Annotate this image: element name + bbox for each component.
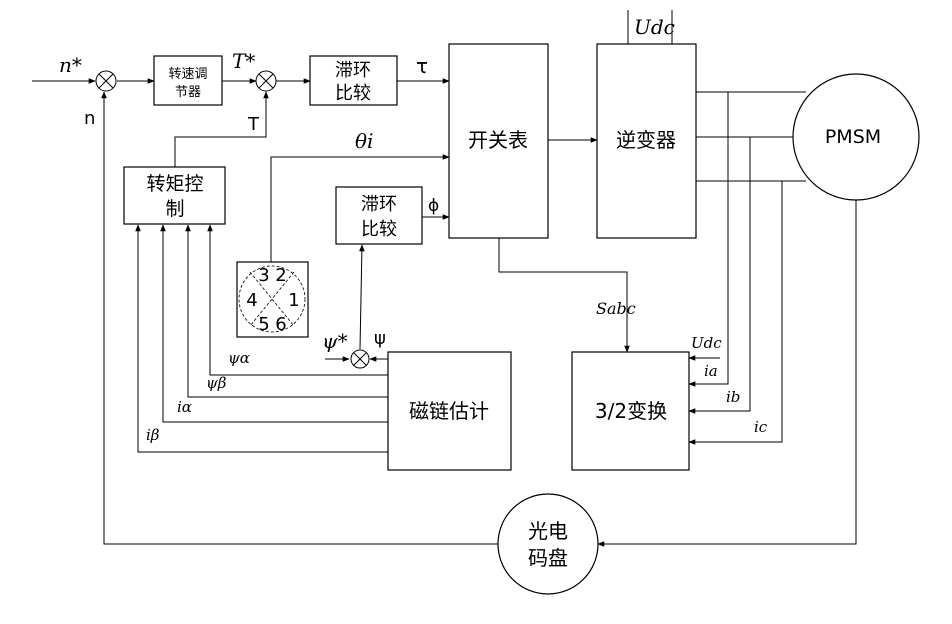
encoder-disk <box>497 493 599 595</box>
pmsm-motor <box>792 73 920 201</box>
flux-hysteresis-label-2: 比较 <box>361 219 397 240</box>
label-ic: ic <box>754 418 768 436</box>
label-psi-beta: ψβ <box>206 374 227 392</box>
wire-theta <box>270 154 450 262</box>
label-t-fb: T <box>247 114 260 135</box>
pmsm-label: PMSM <box>825 126 881 148</box>
torque-hysteresis-label-1: 滞环 <box>335 60 371 81</box>
torque-hysteresis-block <box>309 55 398 106</box>
summing-junction-flux <box>350 349 370 369</box>
label-n-ref: n* <box>59 53 82 77</box>
sector-2: 2 <box>275 265 286 286</box>
sector-1: 1 <box>288 290 299 311</box>
label-udc: Udc <box>691 334 722 352</box>
sector-3: 3 <box>258 265 269 286</box>
flux-hysteresis-block <box>335 186 423 245</box>
wire-n-feedback <box>101 91 498 545</box>
label-n-fb: n <box>84 108 95 129</box>
flux-estimator-block <box>387 351 512 471</box>
switch-table-label: 开关表 <box>468 128 528 152</box>
label-udc-top: Udc <box>634 15 675 39</box>
label-psi-fb: ψ <box>374 328 386 349</box>
label-phi: ϕ <box>428 196 439 216</box>
wire-motor-encoder <box>597 199 857 547</box>
wire-i-alpha <box>160 224 388 423</box>
wire-ib <box>688 137 751 414</box>
wire-psi-alpha <box>207 224 388 376</box>
wire-sabc <box>498 238 630 353</box>
speed-regulator-label-2: 节器 <box>175 85 201 100</box>
signal-n-ref: n* <box>59 53 82 77</box>
sector-6: 6 <box>275 314 286 335</box>
label-t-ref: T* <box>232 49 255 73</box>
sector-4: 4 <box>246 290 257 311</box>
wire-psi-beta <box>185 224 388 398</box>
sector-5: 5 <box>258 314 269 335</box>
flux-hysteresis-label-1: 滞环 <box>361 194 397 215</box>
wires <box>32 10 857 547</box>
inverter-label: 逆变器 <box>616 128 676 152</box>
torque-control-block <box>123 166 226 225</box>
wire-i-beta <box>135 224 388 453</box>
sector-diagram: 3 2 4 1 5 6 <box>236 261 309 338</box>
label-psi-ref: ψ* <box>322 329 348 353</box>
label-psi-alpha: ψα <box>228 349 250 367</box>
label-ib: ib <box>726 388 740 406</box>
transform-32-block <box>571 351 690 471</box>
label-theta: θi <box>355 129 373 153</box>
wire-ic <box>688 181 783 445</box>
wire-t-feedback <box>174 91 269 167</box>
encoder-label-1: 光电 <box>528 519 568 543</box>
label-sabc: Sabc <box>596 299 636 318</box>
summing-junction-speed <box>95 70 117 92</box>
speed-regulator-block <box>153 55 223 106</box>
encoder-label-2: 码盘 <box>528 546 568 570</box>
inverter-block <box>596 43 697 239</box>
torque-hysteresis-label-2: 比较 <box>335 83 371 104</box>
label-i-beta: iβ <box>146 426 160 444</box>
summing-junction-torque <box>255 70 277 92</box>
flux-estimator-label: 磁链估计 <box>409 399 489 423</box>
label-ia: ia <box>704 362 718 380</box>
torque-control-label-2: 制 <box>165 198 184 220</box>
label-i-alpha: iα <box>177 398 192 416</box>
torque-control-label-1: 转矩控 <box>146 173 203 195</box>
wire-sum3-hysteresis <box>359 244 365 350</box>
switch-table-block <box>448 43 549 239</box>
transform-32-label: 3/2变换 <box>595 399 667 423</box>
label-tau: τ <box>416 54 428 78</box>
wire-ia <box>688 92 729 387</box>
speed-regulator-label-1: 转速调 <box>168 67 207 82</box>
